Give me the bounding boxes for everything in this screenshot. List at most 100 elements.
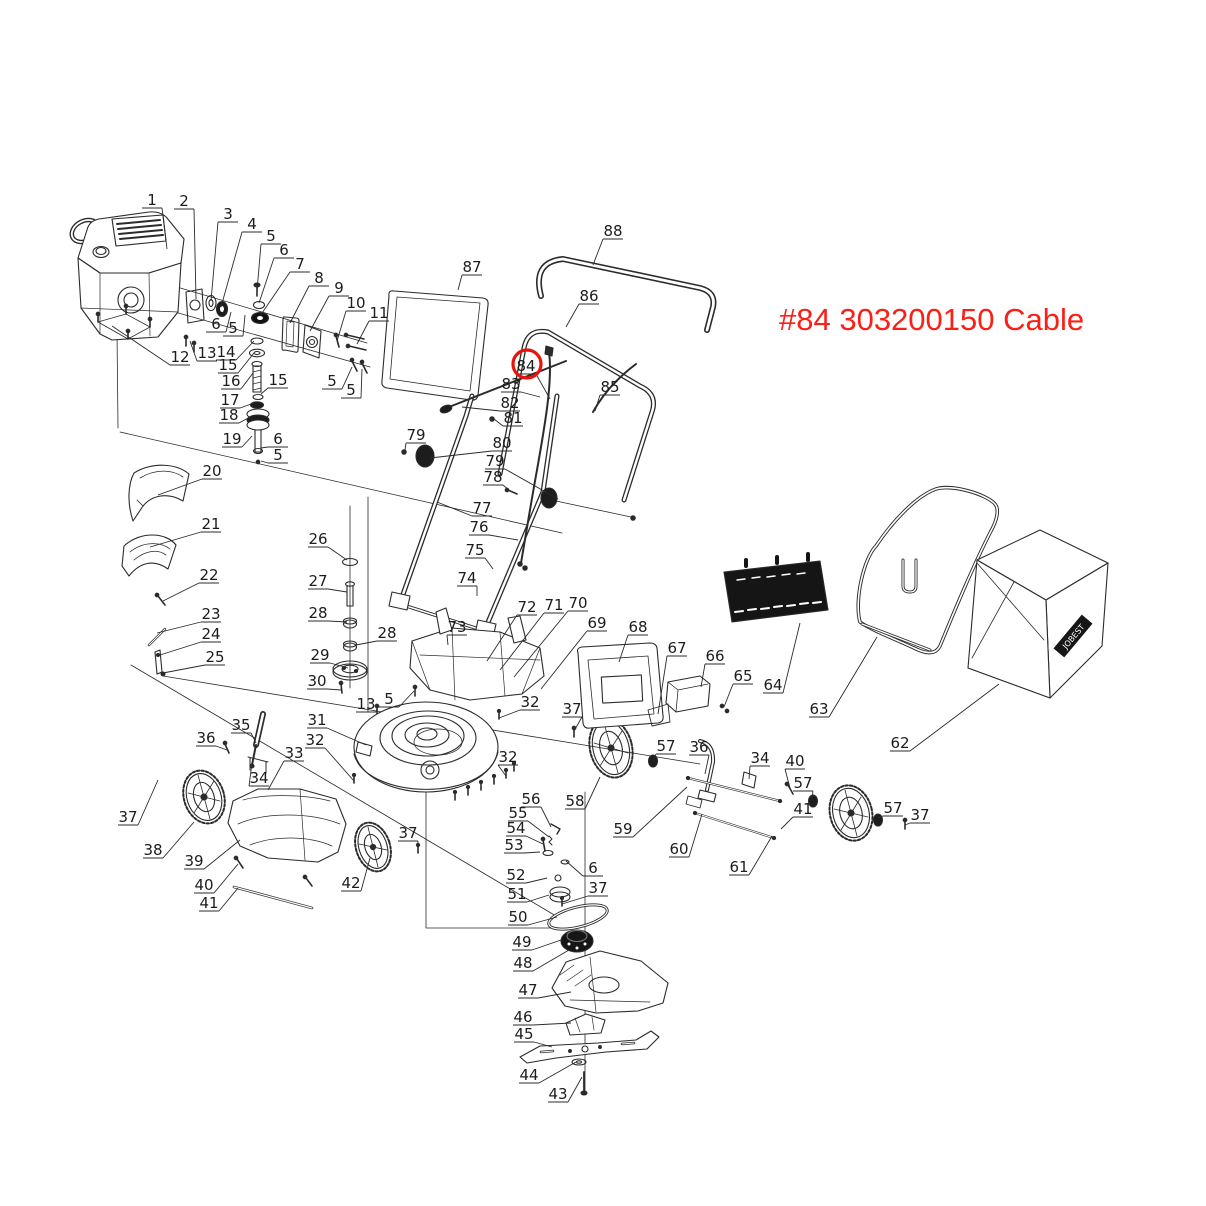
part-label-5: 5 bbox=[341, 368, 363, 399]
part-label-42: 42 bbox=[341, 857, 371, 892]
svg-text:13: 13 bbox=[197, 344, 216, 362]
part-label-8: 8 bbox=[289, 269, 329, 324]
part-label-78: 78 bbox=[483, 468, 511, 492]
part-label-67: 67 bbox=[657, 639, 687, 715]
upper-handle bbox=[497, 328, 656, 503]
part-label-15: 15 bbox=[218, 352, 255, 374]
svg-text:64: 64 bbox=[763, 676, 782, 694]
part-label-30: 30 bbox=[307, 672, 342, 691]
part-label-6: 6 bbox=[260, 430, 288, 449]
svg-text:85: 85 bbox=[600, 378, 619, 396]
part-label-5: 5 bbox=[379, 690, 415, 708]
part-label-65: 65 bbox=[723, 667, 753, 708]
part-label-83: 83 bbox=[501, 375, 541, 398]
svg-text:41: 41 bbox=[793, 800, 812, 818]
svg-text:7: 7 bbox=[295, 255, 305, 273]
part-label-16: 16 bbox=[221, 372, 254, 390]
svg-text:78: 78 bbox=[483, 468, 502, 486]
svg-text:13: 13 bbox=[356, 695, 375, 713]
svg-text:10: 10 bbox=[346, 294, 365, 312]
part-label-27: 27 bbox=[308, 572, 348, 593]
svg-text:28: 28 bbox=[308, 604, 327, 622]
lower-handle bbox=[388, 393, 636, 639]
svg-text:51: 51 bbox=[507, 885, 526, 903]
crankshaft-stack bbox=[246, 337, 270, 465]
carburetor-hardware-row bbox=[205, 282, 368, 374]
svg-text:11: 11 bbox=[369, 304, 388, 322]
part-label-72: 72 bbox=[486, 598, 537, 662]
part-label-68: 68 bbox=[618, 618, 648, 663]
grass-bag: JOBEST bbox=[967, 529, 1109, 699]
part-label-48: 48 bbox=[513, 949, 570, 972]
part-label-9: 9 bbox=[309, 279, 349, 332]
svg-text:17: 17 bbox=[220, 391, 239, 409]
svg-text:25: 25 bbox=[205, 648, 224, 666]
part-label-81: 81 bbox=[493, 409, 523, 427]
spindle-column bbox=[332, 557, 418, 716]
svg-text:6: 6 bbox=[211, 315, 221, 333]
part-label-29: 29 bbox=[310, 646, 349, 669]
part-label-22: 22 bbox=[162, 566, 219, 602]
svg-text:37: 37 bbox=[118, 808, 137, 826]
svg-text:5: 5 bbox=[327, 372, 337, 390]
side-bracket bbox=[647, 675, 730, 727]
svg-text:36: 36 bbox=[196, 729, 215, 747]
part-label-1: 1 bbox=[142, 191, 168, 250]
svg-text:75: 75 bbox=[465, 541, 484, 559]
part-label-35: 35 bbox=[231, 716, 257, 744]
part-label-71: 71 bbox=[499, 596, 564, 671]
svg-text:48: 48 bbox=[513, 954, 532, 972]
part-label-45: 45 bbox=[514, 1025, 553, 1048]
svg-text:23: 23 bbox=[201, 605, 220, 623]
svg-text:4: 4 bbox=[247, 215, 257, 233]
svg-text:50: 50 bbox=[508, 908, 527, 926]
svg-text:57: 57 bbox=[883, 799, 902, 817]
part-label-32: 32 bbox=[305, 731, 355, 782]
part-label-52: 52 bbox=[506, 866, 548, 884]
part-label-25: 25 bbox=[162, 648, 225, 674]
svg-text:69: 69 bbox=[587, 614, 606, 632]
svg-text:71: 71 bbox=[544, 596, 563, 614]
svg-text:80: 80 bbox=[492, 434, 511, 452]
handle-bail bbox=[536, 256, 717, 333]
part-label-79: 79 bbox=[485, 452, 559, 500]
svg-text:40: 40 bbox=[785, 752, 804, 770]
svg-text:81: 81 bbox=[503, 409, 522, 427]
svg-text:26: 26 bbox=[308, 530, 327, 548]
svg-text:32: 32 bbox=[498, 748, 517, 766]
part-label-15: 15 bbox=[260, 371, 288, 395]
part-label-55: 55 bbox=[508, 804, 550, 838]
part-label-40: 40 bbox=[784, 752, 805, 789]
svg-text:68: 68 bbox=[628, 618, 647, 636]
svg-text:31: 31 bbox=[307, 711, 326, 729]
svg-text:15: 15 bbox=[268, 371, 287, 389]
part-label-53: 53 bbox=[504, 836, 541, 854]
rear-axle-assembly bbox=[571, 725, 908, 841]
part-label-74: 74 bbox=[457, 569, 478, 596]
svg-text:65: 65 bbox=[733, 667, 752, 685]
part-label-57: 57 bbox=[793, 774, 814, 800]
part-label-47: 47 bbox=[518, 981, 572, 999]
part-label-50: 50 bbox=[508, 908, 558, 926]
part-label-77: 77 bbox=[436, 499, 492, 517]
svg-text:16: 16 bbox=[221, 372, 240, 390]
svg-text:40: 40 bbox=[194, 876, 213, 894]
part-label-14: 14 bbox=[216, 340, 255, 361]
part-label-70: 70 bbox=[513, 594, 588, 678]
svg-text:28: 28 bbox=[377, 624, 396, 642]
part-label-64: 64 bbox=[763, 622, 801, 694]
part-label-17: 17 bbox=[220, 391, 255, 409]
part-label-41: 41 bbox=[780, 800, 813, 830]
svg-text:79: 79 bbox=[485, 452, 504, 470]
part-label-59: 59 bbox=[613, 786, 688, 838]
svg-text:61: 61 bbox=[729, 858, 748, 876]
part-label-21: 21 bbox=[149, 515, 221, 548]
highlight-circle bbox=[511, 348, 543, 380]
part-label-26: 26 bbox=[308, 530, 348, 561]
part-label-19: 19 bbox=[222, 430, 253, 448]
svg-text:76: 76 bbox=[469, 518, 488, 536]
svg-text:88: 88 bbox=[603, 222, 622, 240]
part-label-23: 23 bbox=[156, 605, 221, 634]
